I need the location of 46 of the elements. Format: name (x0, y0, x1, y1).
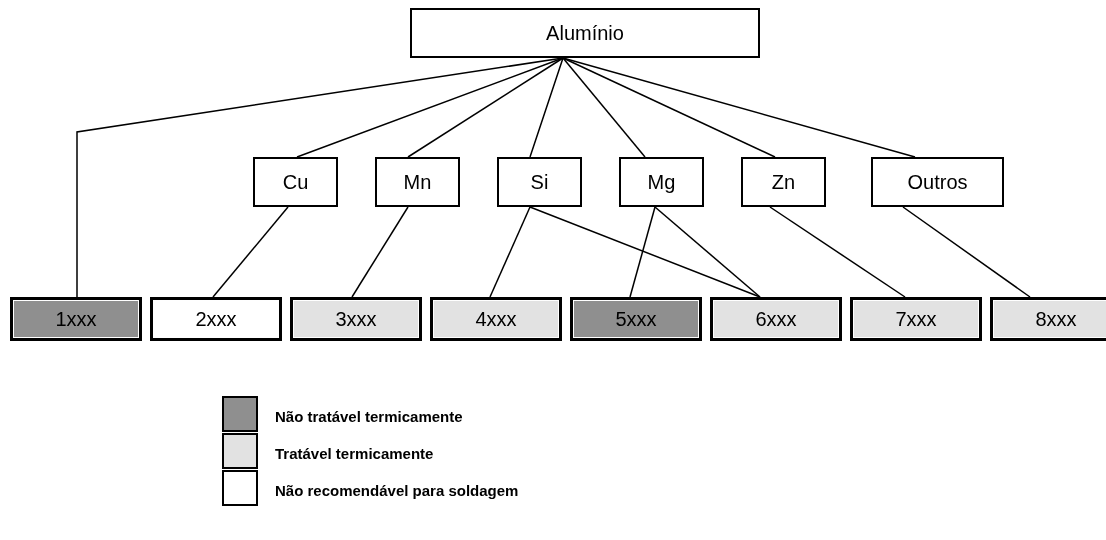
connector-line (902, 206, 1031, 298)
box-label: Outros (907, 170, 968, 194)
series-box (10, 297, 142, 341)
series-box (430, 297, 562, 341)
series-box (710, 297, 842, 341)
element-box (410, 8, 760, 58)
box-label: Mg (647, 170, 676, 194)
box-label: 8xxx (1035, 307, 1077, 331)
connector-line (489, 206, 531, 298)
box-label: 6xxx (755, 307, 797, 331)
box-label: 7xxx (895, 307, 937, 331)
legend-label: Tratável termicamente (275, 445, 434, 462)
box-label: Cu (282, 170, 309, 194)
connector-line (351, 206, 409, 298)
connector-line (529, 57, 564, 158)
connector-line (562, 57, 776, 158)
element-box (871, 157, 1004, 207)
legend-label: Não tratável termicamente (275, 408, 463, 425)
element-box (375, 157, 460, 207)
connector-line (629, 206, 656, 298)
box-label: Alumínio (546, 21, 624, 45)
box-label: Mn (403, 170, 432, 194)
connector-line (296, 57, 564, 158)
series-box (850, 297, 982, 341)
box-label: Si (530, 170, 549, 194)
connector-line (562, 57, 646, 158)
connector-line (407, 57, 564, 158)
element-box (497, 157, 582, 207)
connector-line (769, 206, 906, 298)
box-label: 5xxx (615, 307, 657, 331)
connector-line (212, 206, 289, 298)
series-box (290, 297, 422, 341)
box-label: 1xxx (55, 307, 97, 331)
series-box (990, 297, 1106, 341)
legend-label: Não recomendável para soldagem (275, 482, 519, 499)
element-box (619, 157, 704, 207)
series-box (150, 297, 282, 341)
box-label: 2xxx (195, 307, 237, 331)
element-box (741, 157, 826, 207)
series-box (570, 297, 702, 341)
box-label: 3xxx (335, 307, 377, 331)
element-box (253, 157, 338, 207)
box-label: 4xxx (475, 307, 517, 331)
connector-line (654, 206, 761, 298)
connector-line (529, 206, 761, 298)
box-label: Zn (771, 170, 796, 194)
